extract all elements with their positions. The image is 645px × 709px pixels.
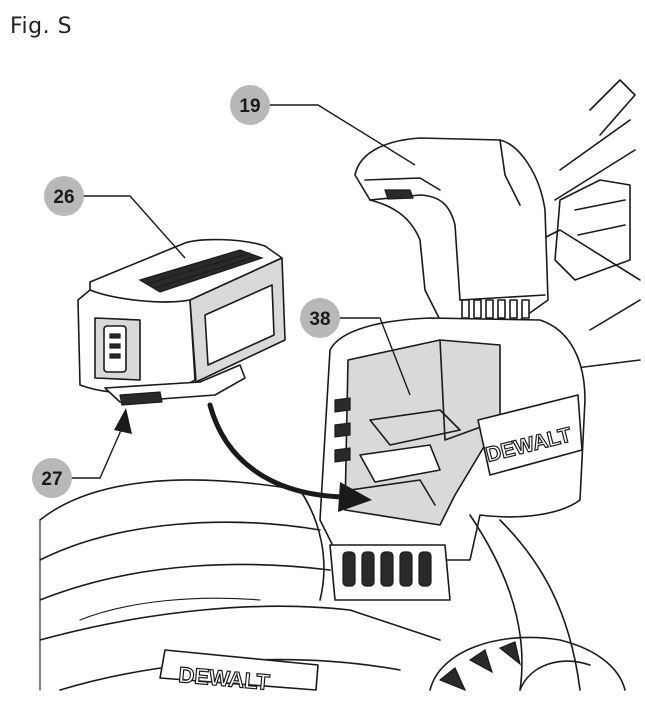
figure-title: Fig. S bbox=[10, 14, 73, 39]
battery-pack bbox=[77, 238, 286, 406]
leader-19 bbox=[268, 104, 416, 166]
battery-compartment-lid bbox=[354, 137, 549, 321]
callout-38: 38 bbox=[300, 298, 340, 338]
svg-text:27: 27 bbox=[41, 469, 62, 490]
insertion-arrow bbox=[207, 402, 372, 512]
callout-19: 19 bbox=[230, 85, 270, 125]
leader-38 bbox=[338, 317, 411, 396]
mower-deck: DEWALT bbox=[39, 479, 441, 696]
svg-text:38: 38 bbox=[309, 309, 330, 330]
deck-logo-plate bbox=[159, 649, 319, 691]
leader-26 bbox=[82, 195, 186, 259]
release-button bbox=[119, 391, 163, 406]
svg-text:26: 26 bbox=[53, 187, 74, 208]
mower-handle bbox=[519, 79, 641, 371]
release-indicator-arrow bbox=[70, 408, 132, 479]
callout-26: 26 bbox=[44, 176, 84, 216]
lid-hinge bbox=[461, 299, 530, 319]
compartment-logo-plate bbox=[477, 394, 583, 476]
rear-wheel bbox=[429, 636, 626, 692]
callout-27: 27 bbox=[32, 458, 72, 498]
battery-compartment: DEWALT bbox=[319, 317, 586, 691]
front-vents bbox=[329, 544, 451, 601]
svg-text:19: 19 bbox=[239, 96, 260, 117]
